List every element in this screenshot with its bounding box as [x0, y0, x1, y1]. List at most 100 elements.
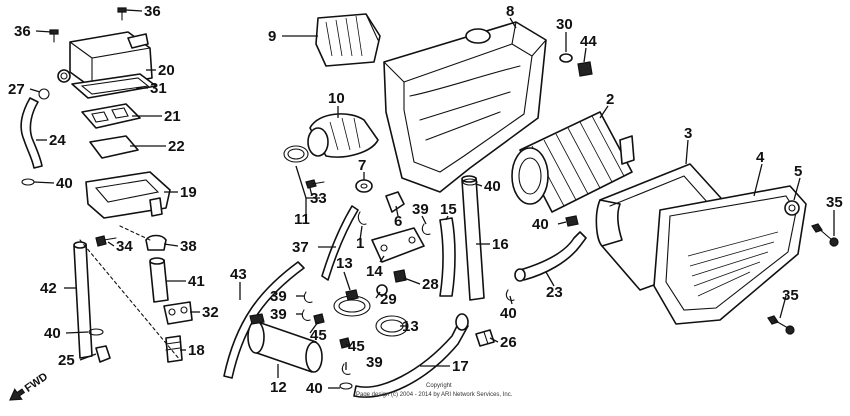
callout-40: 40 [44, 325, 61, 342]
callout-43: 43 [230, 266, 247, 283]
callout-36: 36 [14, 23, 31, 40]
part-clip-1 [357, 211, 367, 225]
callout-45: 45 [310, 327, 327, 344]
callout-40: 40 [532, 216, 549, 233]
callout-36: 36 [144, 3, 161, 20]
callout-29: 29 [380, 291, 397, 308]
part-hose-17 [353, 313, 469, 398]
part-hose-37 [321, 205, 359, 281]
callout-6: 6 [394, 213, 402, 230]
part-screw-36b [117, 7, 127, 21]
part-clip-39a [421, 223, 431, 235]
callout-9: 9 [268, 28, 276, 45]
callout-18: 18 [188, 342, 205, 359]
part-clamp-13a [333, 289, 371, 317]
part-air-cleaner-case-8 [383, 21, 547, 193]
part-pipe-42 [73, 241, 93, 359]
fwd-label: FWD [23, 371, 50, 395]
callout-25: 25 [58, 352, 75, 369]
part-clip-40f [339, 382, 353, 390]
callout-8: 8 [506, 3, 514, 20]
callout-1: 1 [356, 235, 364, 252]
callout-13: 13 [402, 318, 419, 335]
part-valve-body-19 [85, 171, 171, 219]
part-cap-9 [315, 13, 381, 67]
part-clip-39d [341, 363, 351, 375]
callout-35: 35 [782, 287, 799, 304]
part-clip-40c [565, 215, 579, 227]
part-duct-10 [307, 113, 379, 158]
callout-33: 33 [310, 190, 327, 207]
callout-35: 35 [826, 194, 843, 211]
part-tube-16 [461, 175, 485, 301]
callout-19: 19 [180, 184, 197, 201]
copyright-line2: Page design (c) 2004 - 2014 by ARI Netwo… [356, 392, 513, 398]
part-reed-22 [89, 135, 139, 159]
part-valve-cover-20 [57, 31, 153, 89]
part-clip-40b [88, 328, 104, 336]
callout-44: 44 [580, 33, 597, 50]
callout-16: 16 [492, 236, 509, 253]
fwd-arrow-icon [9, 388, 26, 401]
copyright-line1: Copyright [426, 383, 452, 389]
callout-26: 26 [500, 334, 517, 351]
part-element-2 [511, 111, 635, 213]
part-band-33 [283, 145, 309, 163]
callout-45: 45 [348, 338, 365, 355]
callout-15: 15 [440, 201, 457, 218]
callout-32: 32 [202, 304, 219, 321]
callout-27: 27 [8, 81, 25, 98]
part-clip-40e [505, 289, 515, 301]
callout-30: 30 [556, 16, 573, 33]
dashed-assembly-lines-left [79, 225, 181, 361]
part-hose-24 [20, 97, 43, 169]
callout-13: 13 [336, 255, 353, 272]
part-grommet-7 [355, 179, 373, 193]
callout-31: 31 [150, 80, 167, 97]
part-hose-15 [439, 217, 456, 297]
callout-20: 20 [158, 62, 175, 79]
part-reed-plate-21 [81, 103, 141, 129]
callout-38: 38 [180, 238, 197, 255]
part-drain-12 [247, 313, 323, 373]
part-hose-43 [223, 261, 305, 379]
callout-11: 11 [294, 211, 310, 228]
callout-23: 23 [546, 284, 563, 301]
part-hose-23 [514, 231, 587, 282]
callout-17: 17 [452, 358, 469, 375]
part-grommet-6 [385, 191, 405, 213]
callout-40: 40 [306, 380, 323, 397]
callout-5: 5 [794, 163, 802, 180]
callout-34: 34 [116, 238, 133, 255]
callout-7: 7 [358, 157, 366, 174]
part-bolt-45a [313, 313, 325, 325]
part-stay-14 [371, 227, 425, 263]
part-washer-30 [559, 53, 573, 63]
part-screw-36a [49, 29, 59, 43]
callout-24: 24 [49, 132, 66, 149]
callout-39: 39 [270, 288, 287, 305]
callout-41: 41 [188, 273, 205, 290]
part-screw-35a [811, 223, 839, 247]
callout-28: 28 [422, 276, 439, 293]
part-valve-18 [165, 335, 183, 363]
part-nut-28 [393, 269, 407, 283]
callout-40: 40 [484, 178, 501, 195]
callout-37: 37 [292, 239, 309, 256]
leader-lines [29, 9, 835, 389]
part-clip-27 [38, 88, 50, 100]
part-screw-35b [767, 315, 795, 335]
part-gasket-31 [71, 73, 157, 99]
part-bolt-44 [577, 61, 593, 77]
part-cover-4 [653, 185, 807, 325]
callout-12: 12 [270, 379, 287, 396]
part-clip-39b [303, 291, 313, 303]
part-tube-41 [149, 257, 169, 303]
callout-39: 39 [412, 201, 429, 218]
callout-42: 42 [40, 280, 57, 297]
part-emblem-5 [784, 200, 800, 216]
part-plug-26 [475, 329, 495, 347]
callout-40: 40 [56, 175, 73, 192]
copyright-footer: Copyright Page design (c) 2004 - 2014 by… [356, 383, 513, 398]
